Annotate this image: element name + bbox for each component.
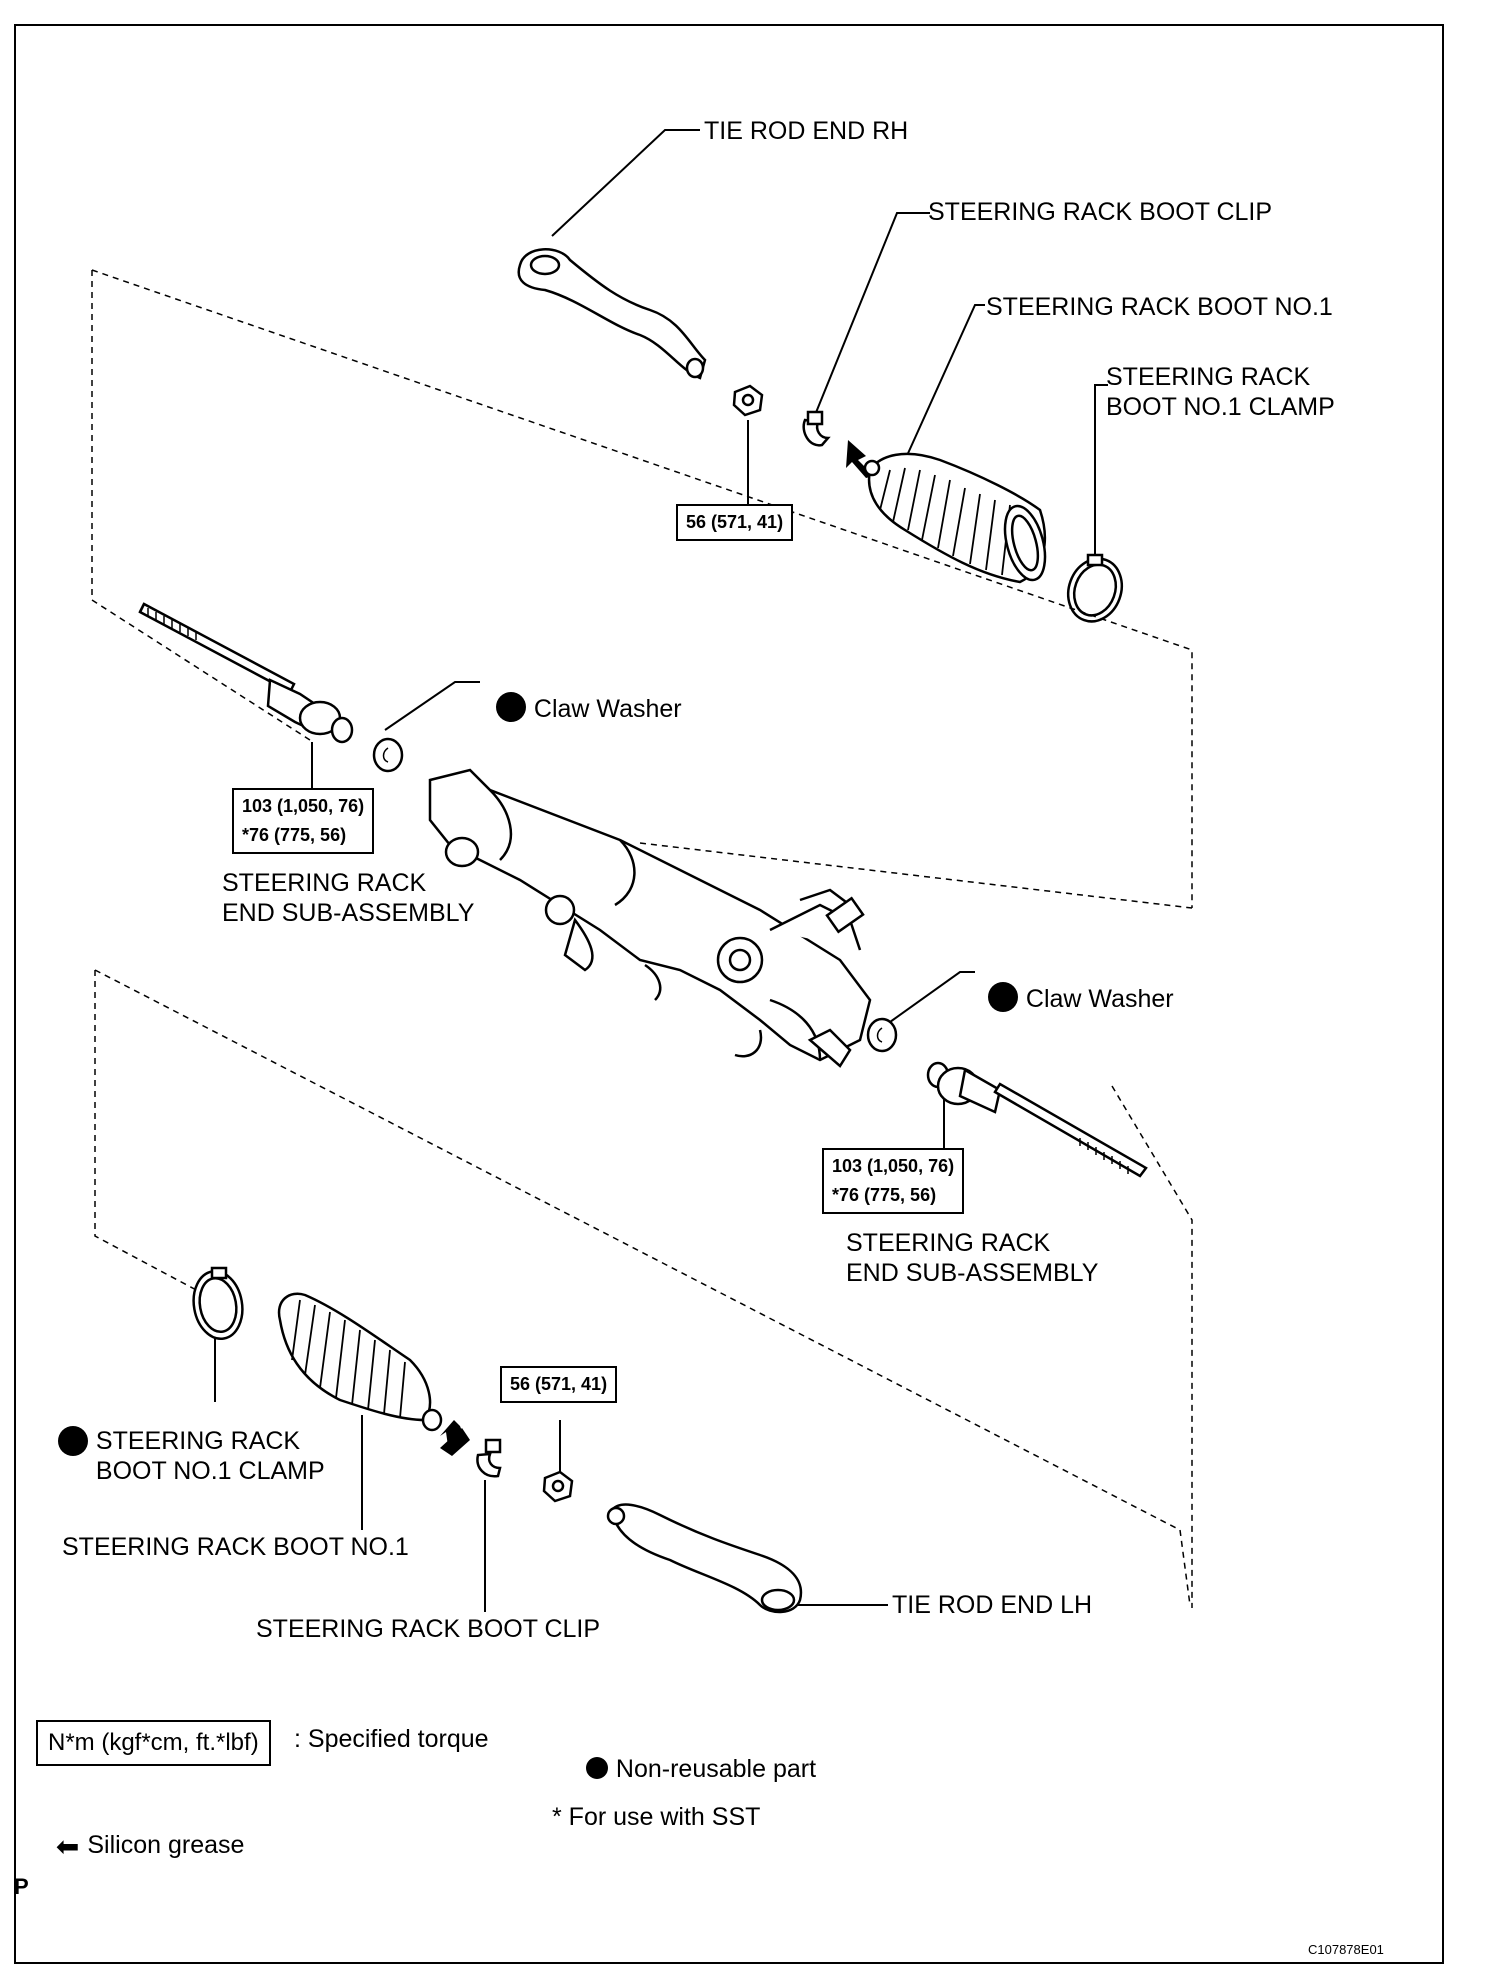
non-reusable-dot-icon (495, 692, 526, 722)
label-boot-clip-top: STEERING RACK BOOT CLIP (928, 198, 1273, 226)
boot-clip-bottom (476, 1438, 502, 1478)
boot-clamp-bottom-text: STEERING RACK BOOT NO.1 CLAMP (95, 1427, 325, 1485)
assembly-outline-upper (91, 269, 1193, 909)
boot-clamp-top (1066, 553, 1124, 623)
label-boot-clamp-top: STEERING RACK BOOT NO.1 CLAMP (1106, 363, 1335, 421)
boot-clip-top (802, 410, 831, 447)
legend-sst-note: * For use with SST (552, 1803, 761, 1831)
boot-clamp-bottom (192, 1266, 244, 1340)
label-rack-end-right: STEERING RACK END SUB-ASSEMBLY (846, 1229, 1099, 1287)
torque-box-nut-top: 56 (571, 41) (676, 504, 794, 541)
label-boot-no1-top: STEERING RACK BOOT NO.1 (986, 293, 1333, 321)
legend-silicon-grease-text: Silicon grease (87, 1831, 245, 1859)
nut-bottom (542, 1470, 574, 1503)
torque-box-rack-end-left: 103 (1,050, 76) *76 (775, 56) (232, 788, 375, 854)
label-boot-clamp-bottom: STEERING RACK BOOT NO.1 CLAMP (44, 1396, 325, 1486)
tie-rod-end-rh (517, 248, 707, 380)
legend-non-reusable-text: Non-reusable part (615, 1755, 817, 1783)
non-reusable-dot-icon (585, 1757, 608, 1779)
steering-rack-boot-top (863, 452, 1047, 584)
non-reusable-dot-icon (987, 982, 1018, 1012)
legend-torque-desc: : Specified torque (294, 1725, 489, 1753)
legend-torque-unit: N*m (kgf*cm, ft.*lbf) (36, 1720, 271, 1766)
label-rack-end-left: STEERING RACK END SUB-ASSEMBLY (222, 869, 475, 927)
claw-washer-top-text: Claw Washer (533, 695, 682, 723)
torque-box-rack-end-right: 103 (1,050, 76) *76 (775, 56) (822, 1148, 965, 1214)
label-tie-rod-end-lh: TIE ROD END LH (892, 1591, 1093, 1619)
figure-frame (14, 24, 1444, 1964)
non-reusable-dot-icon (57, 1426, 88, 1456)
steering-gear-housing (428, 768, 872, 1068)
legend-silicon-grease: ⬅Silicon grease (42, 1800, 245, 1862)
claw-washer-top (372, 737, 404, 773)
corner-letter: P (14, 1874, 29, 1899)
torque-box-nut-bottom: 56 (571, 41) (500, 1366, 618, 1403)
label-boot-no1-bottom: STEERING RACK BOOT NO.1 (62, 1533, 409, 1561)
legend-non-reusable: Non-reusable part (572, 1724, 816, 1784)
assembly-outline-lower (94, 969, 1193, 1608)
claw-washer-bottom-text: Claw Washer (1025, 985, 1174, 1013)
leader-lines (214, 129, 1108, 1612)
figure-id: C107878E01 (1308, 1942, 1384, 1957)
grease-arrow-icon: ⬅ (55, 1831, 80, 1862)
rack-end-right (926, 1061, 1148, 1178)
label-claw-washer-top: Claw Washer (482, 662, 682, 724)
nut-top (732, 384, 764, 417)
label-tie-rod-end-rh: TIE ROD END RH (704, 117, 909, 145)
tie-rod-end-lh (606, 1503, 803, 1614)
grease-arrow-top (846, 440, 874, 478)
label-boot-clip-bottom: STEERING RACK BOOT CLIP (256, 1615, 601, 1643)
steering-rack-boot-bottom (277, 1292, 443, 1432)
rack-end-left (138, 602, 354, 744)
claw-washer-bottom (866, 1017, 898, 1053)
label-claw-washer-bottom: Claw Washer (974, 952, 1174, 1014)
